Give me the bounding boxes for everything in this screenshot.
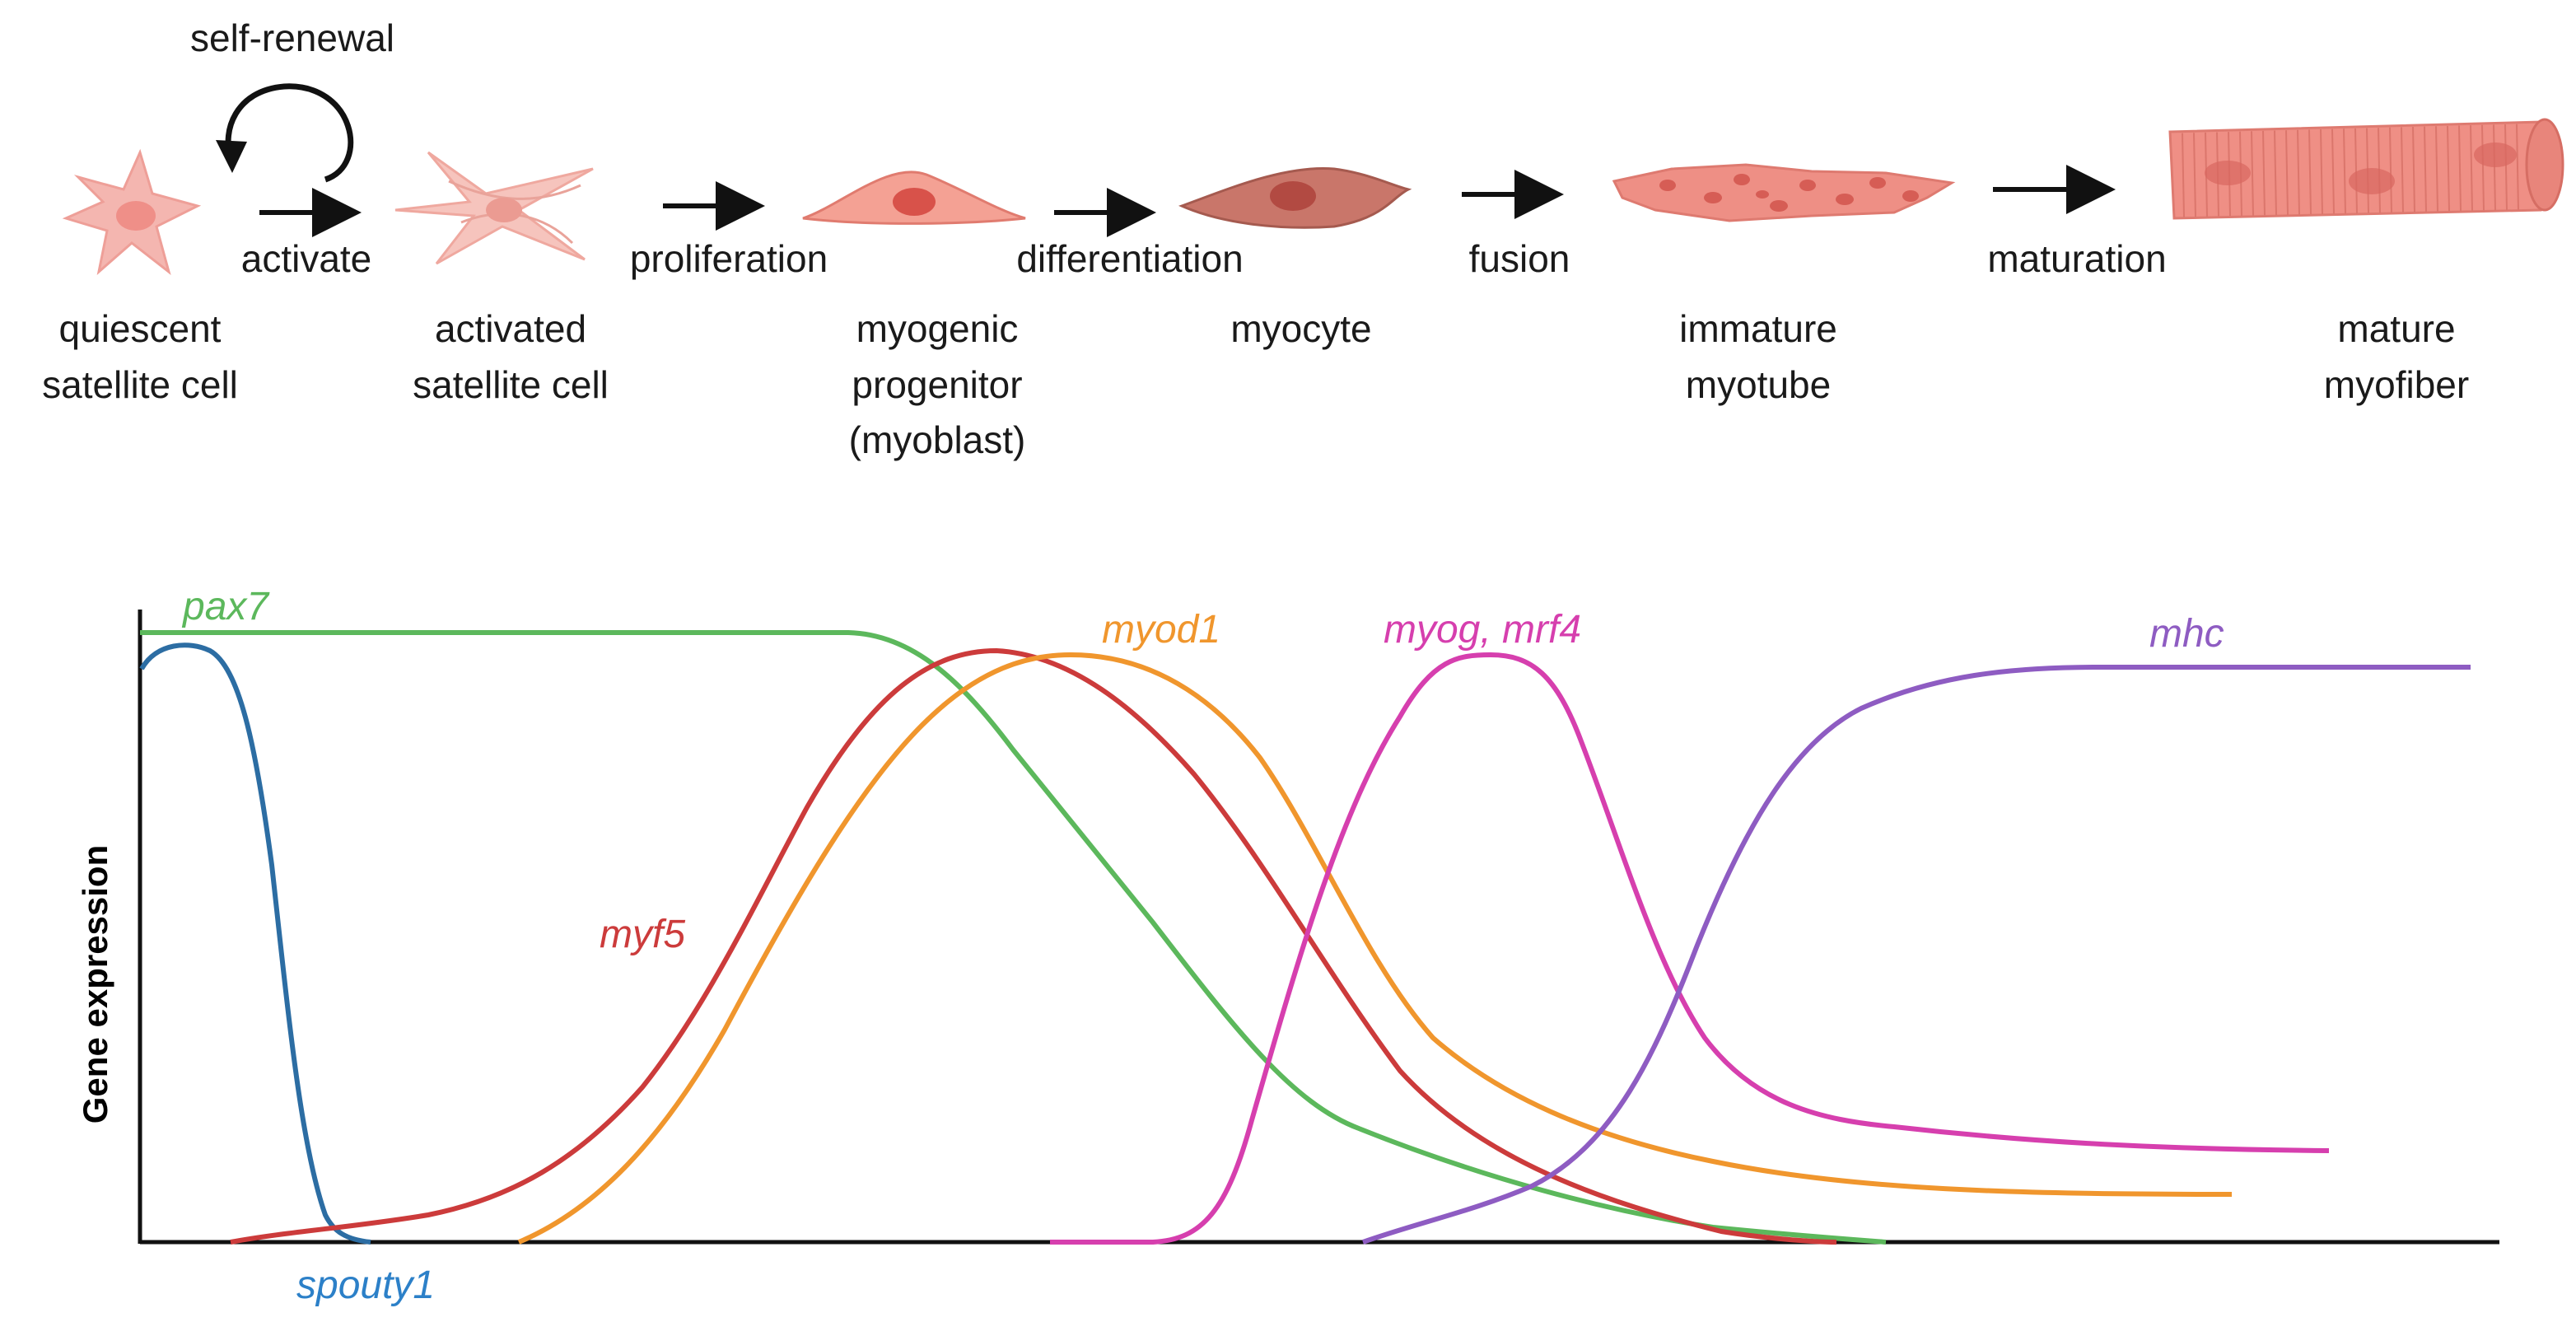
stage-label-myoblast: myogenic progenitor (myoblast) [849, 307, 1026, 461]
svg-text:quiescent: quiescent [59, 307, 222, 350]
myofiber-striation [2308, 129, 2312, 215]
myofiber-striation [2493, 124, 2496, 211]
stage-label-quiescent: quiescent satellite cell [42, 307, 238, 406]
myoblast-cell-icon [802, 171, 1026, 225]
myofiber-striation [2389, 127, 2392, 213]
gene-label-pax7: pax7 [181, 585, 270, 628]
svg-text:myofiber: myofiber [2324, 363, 2469, 406]
svg-text:(myoblast): (myoblast) [849, 418, 1026, 461]
myofiber-striation [2251, 131, 2254, 216]
transition-label-fusion: fusion [1469, 237, 1570, 280]
immature-myotube-icon [1612, 163, 1956, 222]
self-renewal-arrow-icon [216, 83, 354, 183]
transition-label-maturation: maturation [1987, 237, 2166, 280]
gene-label-myod1: myod1 [1102, 608, 1220, 652]
svg-text:satellite cell: satellite cell [413, 363, 609, 406]
myofiber-striation [2274, 130, 2277, 216]
stage-label-myotube: immature myotube [1679, 307, 1837, 406]
myofiber-striation [2435, 126, 2438, 212]
gene-label-myf5: myf5 [600, 913, 685, 956]
expression-plot: Gene expression pax7 spouty1 myf5 myod1 … [76, 585, 2499, 1307]
self-renewal-label: self-renewal [190, 16, 394, 59]
myofiber-striation [2504, 124, 2508, 211]
myofiber-striation [2401, 127, 2404, 213]
myofiber-striation [2354, 128, 2358, 214]
myofiber-striation [2285, 130, 2289, 215]
gene-label-mhc: mhc [2149, 612, 2224, 656]
activated-satellite-cell-icon [394, 151, 594, 265]
myofiber-striation [2262, 130, 2266, 216]
mature-myofiber-icon [2168, 118, 2564, 220]
myofiber-striation [2182, 133, 2185, 217]
gene-label-myog-mrf4: myog, mrf4 [1384, 608, 1581, 652]
myofiber-striation [2320, 129, 2323, 214]
transition-label-activate: activate [241, 237, 372, 280]
quiescent-satellite-cell-icon [62, 148, 202, 276]
stage-label-myocyte: myocyte [1230, 307, 1371, 350]
myocyte-cell-icon [1178, 166, 1412, 229]
myofiber-striation [2470, 125, 2473, 211]
myofiber-striation [2343, 128, 2346, 214]
svg-text:mature: mature [2337, 307, 2455, 350]
curve-myog-mrf4 [1050, 652, 2330, 1245]
svg-text:myotube: myotube [1686, 363, 1831, 406]
curve-spouty1 [139, 642, 371, 1245]
myofiber-striation [2516, 124, 2519, 210]
curve-pax7 [140, 630, 1887, 1245]
svg-text:activated: activated [435, 307, 586, 350]
myofiber-striation [2412, 127, 2415, 213]
transition-label-differentiation: differentiation [1016, 237, 1243, 280]
myofiber-striation [2297, 129, 2300, 215]
y-axis-label: Gene expression [76, 845, 114, 1123]
curve-mhc [1361, 665, 2471, 1245]
svg-text:myocyte: myocyte [1230, 307, 1371, 350]
svg-text:immature: immature [1679, 307, 1837, 350]
svg-text:progenitor: progenitor [852, 363, 1022, 406]
myofiber-striation [2481, 124, 2485, 211]
myofiber-striation [2424, 126, 2427, 213]
curve-myf5 [230, 647, 1837, 1245]
myofiber-striation [2193, 133, 2196, 217]
svg-text:myogenic: myogenic [856, 307, 1019, 350]
myofiber-striation [2447, 125, 2450, 212]
stage-label-activated: activated satellite cell [413, 307, 609, 406]
myofiber-striation [2331, 128, 2335, 214]
gene-label-spouty1: spouty1 [296, 1264, 435, 1307]
pathway-panel: self-renewal [42, 16, 2564, 461]
transition-label-proliferation: proliferation [630, 237, 828, 280]
svg-text:satellite cell: satellite cell [42, 363, 238, 406]
stage-label-myofiber: mature myofiber [2324, 307, 2469, 406]
curve-myod1 [517, 652, 2233, 1245]
myofiber-striation [2458, 125, 2462, 212]
